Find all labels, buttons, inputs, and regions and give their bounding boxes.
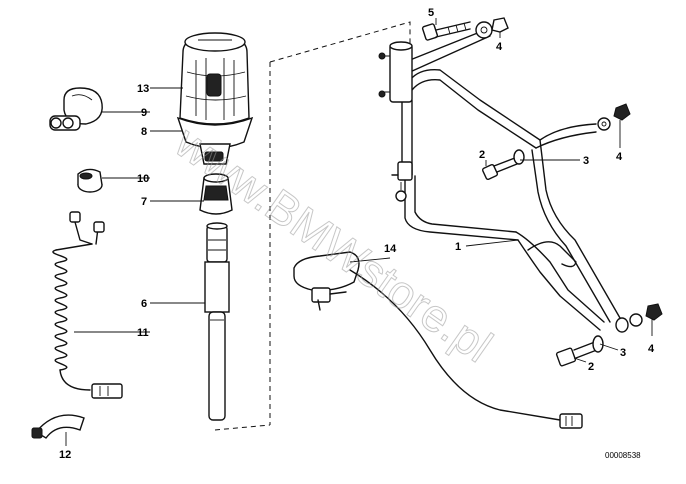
lamp-base [176, 116, 254, 165]
bulb-holder [49, 87, 103, 131]
callout-4-lower: 4 [648, 343, 655, 355]
callout-4-upper: 4 [616, 151, 623, 163]
coiled-cable [52, 211, 123, 399]
frame-top-end [475, 17, 509, 39]
assembly-boundary [214, 21, 411, 431]
right-lower-fastener [555, 303, 663, 367]
switch-with-cable [293, 251, 583, 429]
bolt-top [421, 21, 471, 41]
callout-5: 5 [428, 7, 434, 19]
callout-labels: 13 9 8 10 7 6 11 12 5 4 2 3 4 1 14 3 4 2 [59, 7, 655, 461]
callout-9: 9 [141, 107, 147, 119]
callout-8: 8 [141, 126, 147, 138]
grommet [77, 168, 103, 193]
callout-11: 11 [137, 327, 149, 339]
callout-12: 12 [59, 449, 71, 461]
callout-7: 7 [141, 196, 147, 208]
callout-14: 14 [384, 243, 397, 255]
callout-2-upper: 2 [479, 149, 485, 161]
right-upper-fastener [481, 103, 631, 181]
diagram-code: 00008538 [605, 451, 641, 460]
callout-1: 1 [455, 241, 461, 253]
beacon-dome [179, 32, 250, 125]
cable-clip [31, 414, 85, 439]
callout-10: 10 [137, 173, 149, 185]
leader-lines [65, 18, 653, 446]
callout-2-lower: 2 [588, 361, 594, 373]
mounting-tube [204, 222, 230, 421]
callout-6: 6 [141, 298, 147, 310]
callout-3-lower: 3 [620, 347, 626, 359]
mounting-bracket-frame [397, 27, 621, 331]
callout-3-upper: 3 [583, 155, 589, 167]
rubber-sleeve [199, 173, 233, 215]
callout-4-top: 4 [496, 41, 503, 53]
callout-13: 13 [137, 83, 149, 95]
frame-clamp [378, 41, 413, 202]
